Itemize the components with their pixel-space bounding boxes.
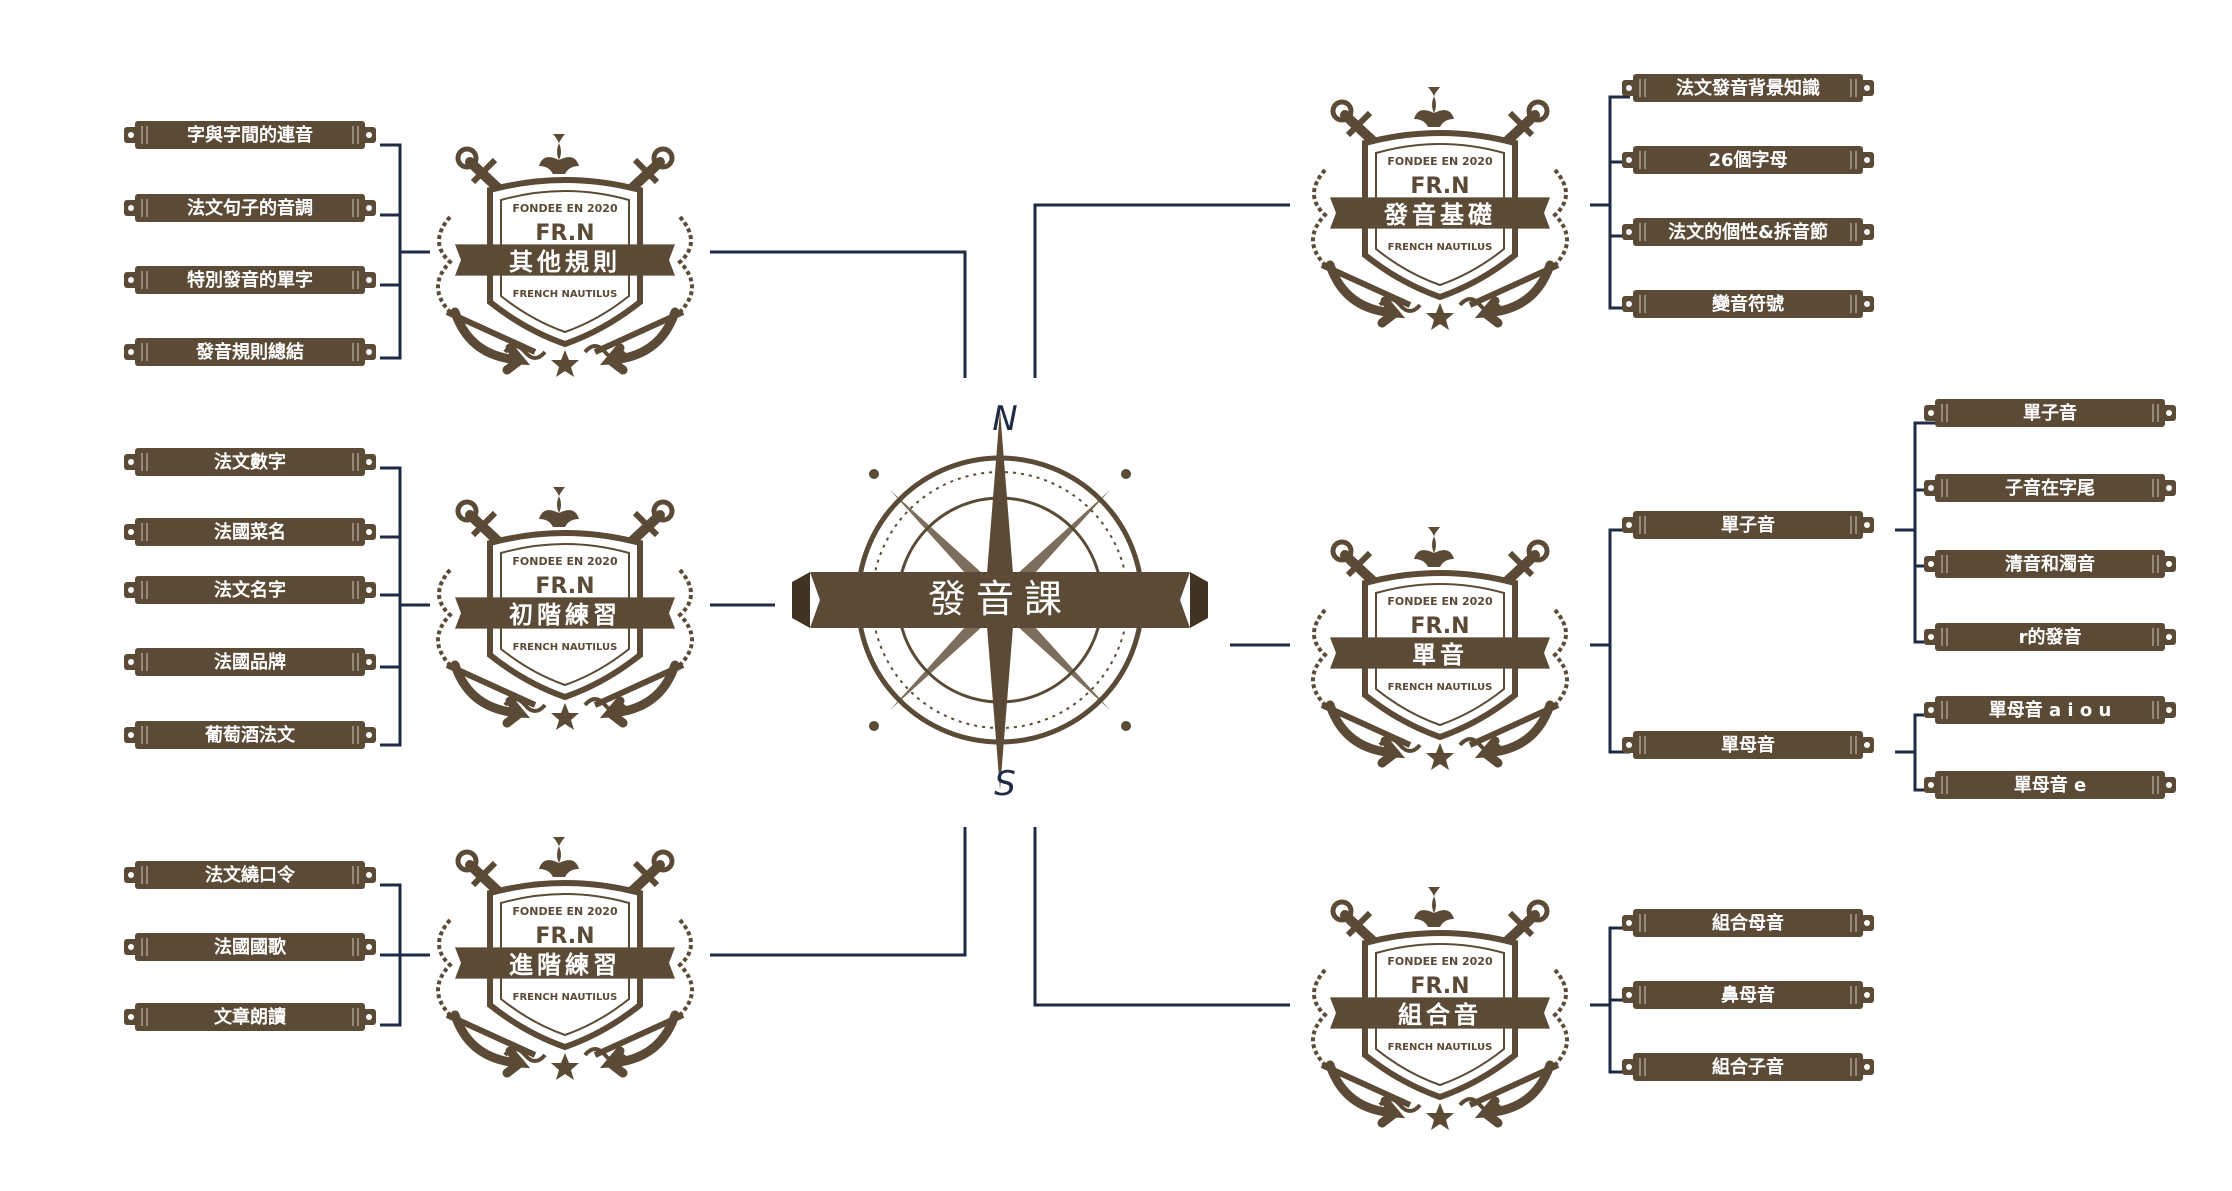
leaf-item: r的發音 (1923, 622, 2177, 652)
leaf-label: 法文的個性&拆音節 (1668, 221, 1828, 243)
emblem-title-single: 單音 (1412, 641, 1468, 669)
emblem-bottom-text: FRENCH NAUTILUS (513, 642, 618, 653)
leaf-label: 法文發音背景知識 (1676, 77, 1820, 99)
leaf-label: 文章朗讀 (214, 1006, 286, 1028)
leaf-item: 法文發音背景知識 (1621, 73, 1875, 103)
compass-south-label: S (994, 764, 1016, 804)
leaf-item: 文章朗讀 (123, 1002, 377, 1032)
emblem-combined: FONDEE EN 2020 FR.N 組合音 FRENCH NAUTILUS (1313, 887, 1567, 1130)
sub-node: 單母音 (1621, 730, 1875, 760)
leaf-item: 字與字間的連音 (123, 120, 377, 150)
emblem-top-text: FONDEE EN 2020 (512, 905, 618, 918)
emblem-bottom-text: FRENCH NAUTILUS (1388, 682, 1493, 693)
leaf-label: 單母音 a i o u (1989, 699, 2112, 721)
leaf-label: 法國品牌 (214, 651, 286, 673)
leaf-label: 子音在字尾 (2005, 477, 2095, 499)
leaf-label: 變音符號 (1712, 293, 1784, 315)
leaf-item: 法文的個性&拆音節 (1621, 217, 1875, 247)
emblem-basics: FONDEE EN 2020 FR.N 發音基礎 FRENCH NAUTILUS (1313, 87, 1567, 330)
emblem-mono-text: FR.N (1410, 174, 1469, 199)
emblem-title-advanced: 進階練習 (509, 951, 621, 979)
leaf-label: 清音和濁音 (2005, 553, 2095, 575)
leaf-item: 組合子音 (1621, 1052, 1875, 1082)
emblem-beginner: FONDEE EN 2020 FR.N 初階練習 FRENCH NAUTILUS (438, 487, 692, 730)
sub-node-label: 單子音 (1721, 514, 1775, 536)
leaf-item: 子音在字尾 (1923, 473, 2177, 503)
sub-node-label: 單母音 (1721, 734, 1775, 756)
leaf-label: 組合母音 (1712, 912, 1784, 934)
leaf-item: 組合母音 (1621, 908, 1875, 938)
leaf-item: 清音和濁音 (1923, 549, 2177, 579)
leaf-item: 法文名字 (123, 575, 377, 605)
leaf-label: r的發音 (2019, 626, 2082, 648)
leaf-label: 法文數字 (214, 451, 286, 473)
leaf-item: 鼻母音 (1621, 980, 1875, 1010)
emblem-mono-text: FR.N (535, 924, 594, 949)
emblem-bottom-text: FRENCH NAUTILUS (1388, 1042, 1493, 1053)
emblem-top-text: FONDEE EN 2020 (1387, 955, 1493, 968)
emblem-bottom-text: FRENCH NAUTILUS (513, 992, 618, 1003)
emblem-mono-text: FR.N (1410, 974, 1469, 999)
emblem-title-basics: 發音基礎 (1383, 201, 1496, 229)
sub-node: 單子音 (1621, 510, 1875, 540)
emblem-top-text: FONDEE EN 2020 (1387, 595, 1493, 608)
leaf-label: 單母音 e (2014, 774, 2086, 796)
leaf-label: 發音規則總結 (195, 341, 304, 363)
leaf-label: 特別發音的單字 (187, 269, 313, 291)
leaf-item: 法文數字 (123, 447, 377, 477)
emblem-title-other-rules: 其他規則 (509, 248, 621, 276)
leaf-label: 鼻母音 (1721, 984, 1775, 1006)
leaf-label: 字與字間的連音 (187, 124, 313, 146)
emblem-mono-text: FR.N (535, 221, 594, 246)
leaf-label: 單子音 (2023, 402, 2077, 424)
leaf-item: 法文句子的音調 (123, 193, 377, 223)
leaf-item: 法國國歌 (123, 932, 377, 962)
leaf-label: 法文句子的音調 (187, 197, 313, 219)
emblem-mono-text: FR.N (1410, 614, 1469, 639)
leaf-item: 單子音 (1923, 398, 2177, 428)
center-banner: 發音課 (792, 572, 1208, 628)
emblem-title-combined: 組合音 (1398, 1001, 1482, 1029)
center-title: 發音課 (928, 577, 1072, 621)
leaf-label: 法文名字 (214, 579, 286, 601)
compass-north-label: N (992, 399, 1017, 439)
leaf-item: 變音符號 (1621, 289, 1875, 319)
compass-center: 發音課 N S (792, 399, 1208, 804)
emblem-top-text: FONDEE EN 2020 (1387, 155, 1493, 168)
leaf-item: 發音規則總結 (123, 337, 377, 367)
emblem-bottom-text: FRENCH NAUTILUS (1388, 242, 1493, 253)
leaf-item: 葡萄酒法文 (123, 720, 377, 750)
emblem-single: FONDEE EN 2020 FR.N 單音 FRENCH NAUTILUS (1313, 527, 1567, 770)
leaf-label: 法國國歌 (214, 936, 287, 958)
leaf-item: 法國品牌 (123, 647, 377, 677)
leaf-label: 葡萄酒法文 (204, 724, 296, 746)
emblem-other-rules: FONDEE EN 2020 FR.N 其他規則 FRENCH NAUTILUS (438, 134, 692, 377)
leaf-item: 26個字母 (1621, 145, 1875, 175)
emblem-mono-text: FR.N (535, 574, 594, 599)
emblem-top-text: FONDEE EN 2020 (512, 555, 618, 568)
leaf-label: 26個字母 (1708, 149, 1787, 171)
emblem-title-beginner: 初階練習 (509, 601, 621, 629)
leaf-item: 法國菜名 (123, 517, 377, 547)
leaf-label: 組合子音 (1712, 1056, 1784, 1078)
leaf-item: 特別發音的單字 (123, 265, 377, 295)
emblem-top-text: FONDEE EN 2020 (512, 202, 618, 215)
emblem-bottom-text: FRENCH NAUTILUS (513, 289, 618, 300)
leaf-item: 單母音 e (1923, 770, 2177, 800)
leaf-item: 法文繞口令 (123, 860, 377, 890)
leaf-item: 單母音 a i o u (1923, 695, 2177, 725)
emblem-advanced: FONDEE EN 2020 FR.N 進階練習 FRENCH NAUTILUS (438, 837, 692, 1080)
leaf-label: 法文繞口令 (205, 864, 296, 886)
leaf-label: 法國菜名 (214, 521, 286, 543)
